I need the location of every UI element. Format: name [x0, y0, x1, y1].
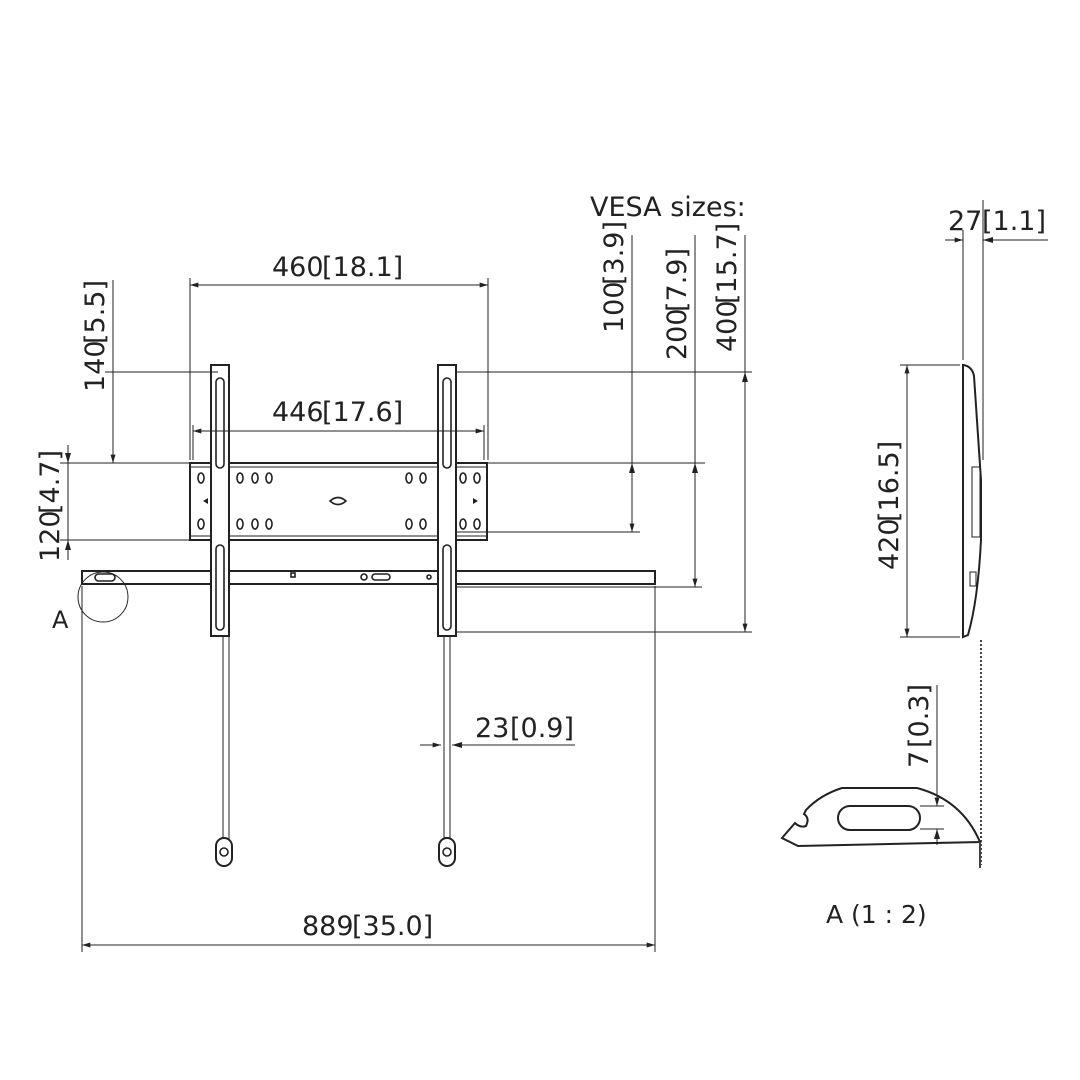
- dim-7-mm: 7: [904, 751, 935, 768]
- dim-200-mm: 200: [662, 308, 693, 360]
- dim-400-mm: 400: [712, 300, 743, 352]
- dim-460-mm: 460: [272, 252, 324, 283]
- detail-a-circle: [77, 571, 129, 623]
- left-rail: [210, 364, 233, 867]
- dim-27-in: [1.1]: [982, 206, 1046, 237]
- detail-a-view: 7 [0.3] A (1 : 2): [780, 684, 982, 929]
- dim-400-in: [15.7]: [712, 223, 743, 304]
- dim-120-in: [4.7]: [35, 450, 66, 514]
- bottom-bar: [81, 570, 656, 585]
- right-rail: [437, 364, 457, 867]
- dim-446-mm: 446: [272, 397, 324, 428]
- vesa-title: VESA sizes:: [590, 192, 746, 223]
- dim-420-in: [16.5]: [874, 441, 905, 522]
- dim-889-mm: 889: [302, 911, 354, 942]
- dim-446-in: [17.6]: [322, 397, 403, 428]
- dim-7-in: [0.3]: [904, 684, 935, 748]
- dim-200-in: [7.9]: [662, 248, 693, 312]
- dim-460-in: [18.1]: [322, 252, 403, 283]
- dim-23-in: [0.9]: [510, 713, 574, 744]
- side-view: 27 [1.1] 420 [16.5]: [874, 200, 1048, 865]
- dim-420-mm: 420: [874, 518, 905, 570]
- dimension-lines: [60, 235, 752, 952]
- detail-marker: A: [52, 606, 69, 634]
- dim-140-mm: 140: [80, 340, 111, 392]
- dim-100-in: [3.9]: [599, 221, 630, 285]
- dim-100-mm: 100: [599, 281, 630, 333]
- detail-caption: A (1 : 2): [826, 900, 927, 929]
- front-view: A: [52, 364, 656, 867]
- dimension-labels: 460 [18.1] 446 [17.6] 889 [35.0] 23 [0.9…: [35, 192, 746, 942]
- dim-889-in: [35.0]: [352, 911, 433, 942]
- dim-23-mm: 23: [475, 713, 509, 744]
- dim-27-mm: 27: [948, 206, 982, 237]
- dim-120-mm: 120: [35, 510, 66, 562]
- dim-140-in: [5.5]: [80, 280, 111, 344]
